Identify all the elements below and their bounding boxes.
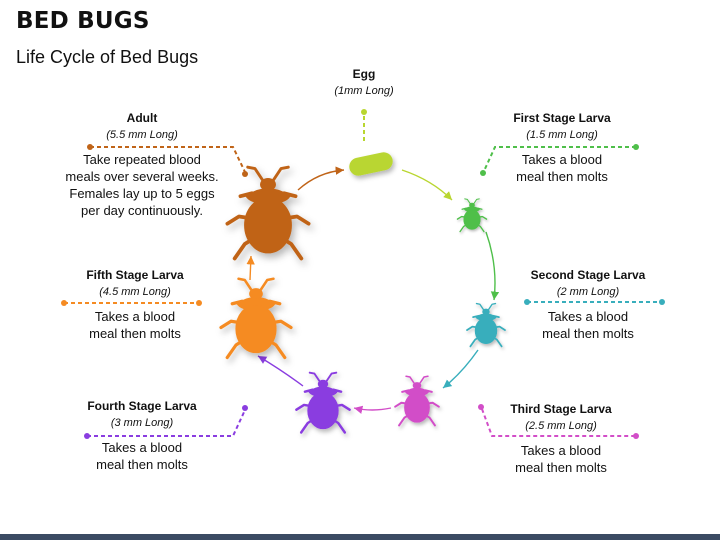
arrow-fourth-to-fifth xyxy=(257,355,304,387)
stage-size: (5.5 mm Long) xyxy=(106,129,178,141)
arrow-second-to-third xyxy=(442,349,479,389)
stage-description: Takes a blood meal then molts xyxy=(96,440,188,472)
footer-bar xyxy=(0,534,720,540)
second-stage-connector xyxy=(524,299,665,305)
egg-connector xyxy=(361,109,367,142)
stage-fifth-larva: Fifth Stage Larva (4.5 mm Long) Takes a … xyxy=(45,267,225,342)
arrow-fifth-to-adult xyxy=(246,255,255,281)
stage-egg: Egg (1mm Long) xyxy=(274,66,454,99)
stage-name: Fifth Stage Larva xyxy=(86,268,184,282)
stage-third-larva: Third Stage Larva (2.5 mm Long) Takes a … xyxy=(471,401,651,476)
stage-size: (1.5 mm Long) xyxy=(526,129,598,141)
arrow-third-to-fourth xyxy=(353,405,392,414)
egg-icon xyxy=(349,152,393,176)
page-subtitle: Life Cycle of Bed Bugs xyxy=(16,47,199,67)
stage-name: Second Stage Larva xyxy=(530,268,646,282)
adult-connector xyxy=(87,144,248,177)
stage-name: Third Stage Larva xyxy=(510,402,612,416)
stage-size: (4.5 mm Long) xyxy=(99,286,171,298)
page-title: BED BUGS xyxy=(16,8,150,34)
arrow-first-to-second xyxy=(485,231,500,301)
stage-fourth-larva: Fourth Stage Larva (3 mm Long) Takes a b… xyxy=(52,398,232,473)
stage-size: (2.5 mm Long) xyxy=(525,420,597,432)
stage-description: Takes a blood meal then molts xyxy=(516,152,608,184)
fourth-stage-connector xyxy=(84,405,248,439)
stage-description: Takes a blood meal then molts xyxy=(515,443,607,475)
stage-description: Takes a blood meal then molts xyxy=(89,309,181,341)
stage-size: (1mm Long) xyxy=(334,85,394,97)
stage-name: Adult xyxy=(126,111,158,125)
stage-adult: Adult (5.5 mm Long) Take repeated blood … xyxy=(52,110,232,219)
stage-second-larva: Second Stage Larva (2 mm Long) Takes a b… xyxy=(498,267,678,342)
fifth-stage-bug-icon xyxy=(219,277,293,360)
stage-size: (2 mm Long) xyxy=(556,286,620,298)
stage-description: Takes a blood meal then molts xyxy=(542,309,634,341)
first-stage-bug-icon xyxy=(456,198,488,233)
stage-name: Egg xyxy=(352,67,376,81)
third-stage-connector xyxy=(478,404,639,439)
arrow-adult-to-egg xyxy=(297,166,345,191)
arrow-egg-to-first xyxy=(401,169,453,201)
stage-first-larva: First Stage Larva (1.5 mm Long) Takes a … xyxy=(472,110,652,185)
stage-name: Fourth Stage Larva xyxy=(87,399,197,413)
stage-description: Take repeated blood meals over several w… xyxy=(65,152,219,218)
third-stage-bug-icon xyxy=(394,375,440,427)
adult-bug-icon xyxy=(225,165,311,261)
stage-name: First Stage Larva xyxy=(513,111,611,125)
fourth-stage-bug-icon xyxy=(295,371,351,434)
first-stage-connector xyxy=(480,144,639,176)
fifth-stage-connector xyxy=(61,300,202,306)
stage-size: (3 mm Long) xyxy=(110,417,174,429)
